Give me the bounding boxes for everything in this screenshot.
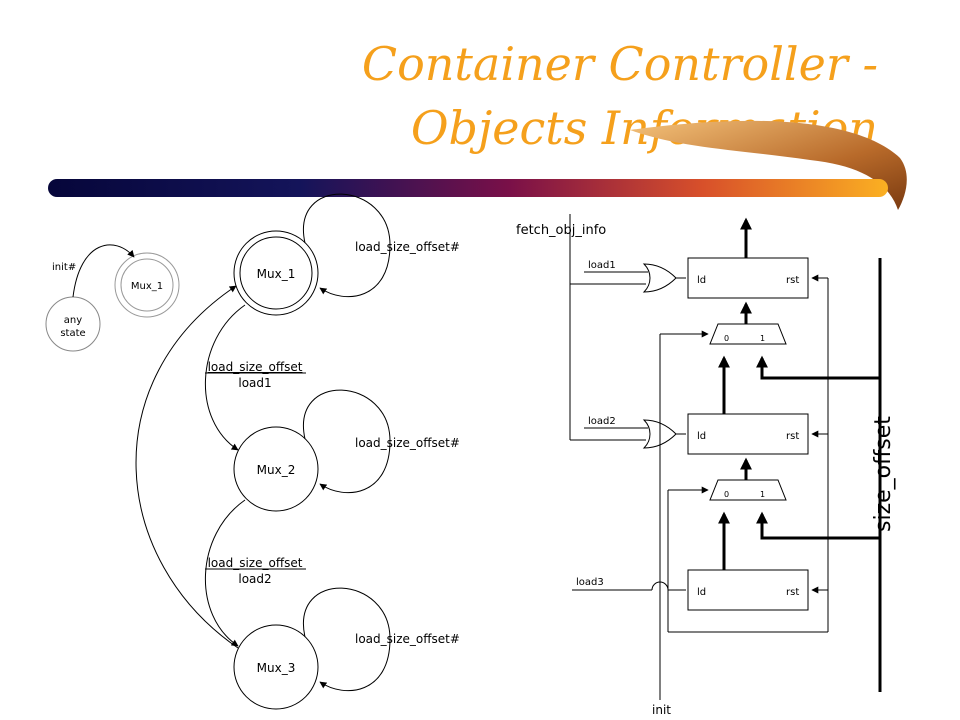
transition-2-condition: load_size_offset [208, 556, 303, 570]
register-3 [687, 569, 809, 611]
load3-label: load3 [576, 577, 604, 588]
legend-target-inner [120, 258, 174, 312]
return-transition-arrow [135, 285, 239, 649]
mux3-loop-label: load_size_offset# [355, 632, 460, 646]
register-2-ld: ld [697, 431, 706, 442]
legend-target-label: Mux_1 [131, 281, 163, 292]
swoosh-shape [630, 120, 907, 210]
fetch-label: fetch_obj_info [516, 223, 606, 238]
state-mux2-label: Mux_2 [257, 463, 296, 477]
legend-arrow [72, 244, 135, 298]
mux-1-in1: 1 [760, 334, 765, 343]
init-label: init [652, 703, 671, 717]
register-2 [687, 413, 809, 455]
register-1-ld: ld [697, 275, 706, 286]
state-mux3 [233, 624, 319, 710]
transition-2-arrow [204, 499, 246, 647]
state-mux3-label: Mux_3 [257, 661, 296, 675]
mux-2-in1: 1 [760, 490, 765, 499]
gradient-bar [48, 179, 888, 197]
register-3-rst: rst [786, 587, 799, 598]
transition-1-arrow [204, 304, 246, 451]
transition-2-action: load2 [238, 572, 271, 586]
any-state-line1: any [64, 315, 82, 326]
state-machine: Mux_1 load_size_offset# Mux_2 load_size_… [135, 193, 460, 710]
register-3-ld: ld [697, 587, 706, 598]
legend-diagram: any state Mux_1 init# [45, 244, 180, 352]
mux-1 [709, 323, 787, 345]
any-state-line2: state [60, 328, 85, 339]
transition-1-condition: load_size_offset [208, 360, 303, 374]
mux3-self-loop [302, 587, 391, 692]
register-1 [687, 257, 809, 299]
load1-label: load1 [588, 260, 616, 271]
mux2-self-loop [302, 389, 391, 494]
or-gate-1 [642, 263, 677, 293]
circuit-diagram: fetch_obj_info load1 load2 load3 ld rst … [516, 214, 896, 717]
mux1-self-loop [302, 193, 391, 298]
state-mux2 [233, 426, 319, 512]
mux-2 [709, 479, 787, 501]
legend-trigger: init# [52, 262, 76, 273]
load2-label: load2 [588, 416, 616, 427]
title-line-1: Container Controller - [361, 37, 878, 91]
mux-1-in0: 0 [724, 334, 729, 343]
register-1-rst: rst [786, 275, 799, 286]
title-decoration [48, 120, 907, 210]
register-2-rst: rst [786, 431, 799, 442]
state-mux1-inner [239, 236, 313, 310]
transition-1-action: load1 [238, 376, 271, 390]
size-offset-label: size_offset [871, 416, 896, 532]
mux-2-in0: 0 [724, 490, 729, 499]
mux1-loop-label: load_size_offset# [355, 240, 460, 254]
mux2-loop-label: load_size_offset# [355, 436, 460, 450]
state-mux1-label: Mux_1 [257, 267, 296, 281]
